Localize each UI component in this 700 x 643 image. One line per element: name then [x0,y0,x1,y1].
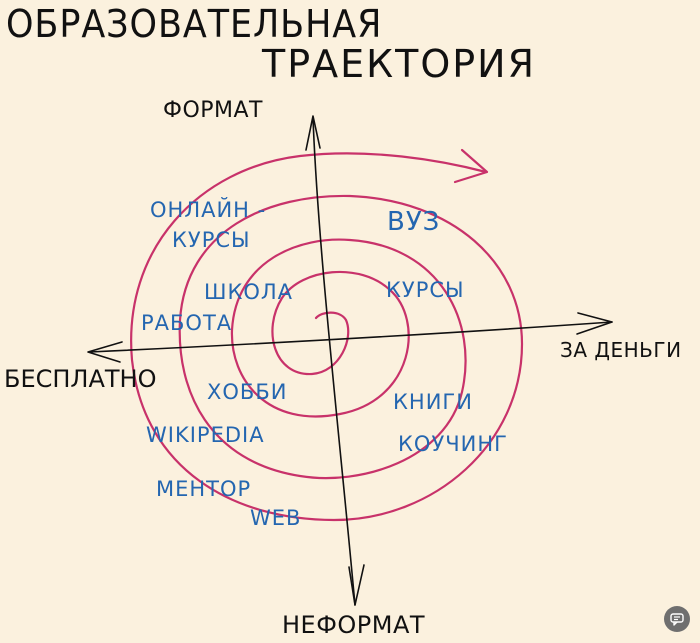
item-school: ШКОЛА [204,280,294,304]
axis-label-free: БЕСПЛАТНО [4,365,157,393]
item-mentor: МЕНТОР [156,477,252,501]
horizontal-axis-arrow-right [576,312,613,335]
item-web: WEB [250,506,302,530]
item-books: КНИГИ [393,390,473,414]
item-wikipedia: WIKIPEDIA [146,423,265,447]
item-university: ВУЗ [387,207,441,237]
item-online-line-1: ОНЛАЙН - [150,198,267,222]
vertical-axis-arrow-top [305,115,321,151]
title-line-1: ОБРАЗОВАТЕЛЬНАЯ [6,2,383,46]
axis-label-non-format: НЕФОРМАТ [282,611,426,639]
horizontal-axis-arrow-left [87,341,123,363]
axis-label-format: ФОРМАТ [163,98,263,123]
chat-icon [670,613,684,626]
spiral-arrowhead [453,148,489,184]
item-coaching: КОУЧИНГ [398,432,508,456]
chat-button[interactable] [664,606,690,632]
item-courses: КУРСЫ [386,278,465,302]
title-line-2: ТРАЕКТОРИЯ [262,42,536,86]
horizontal-axis [89,321,613,353]
vertical-axis-arrow-bottom [348,564,365,606]
axis-label-paid: ЗА ДЕНЬГИ [560,338,682,362]
item-work: РАБОТА [141,311,233,335]
trajectory-spiral [130,152,524,522]
item-online-line-2: КУРСЫ [172,228,251,252]
item-hobby: ХОББИ [207,380,288,404]
vertical-axis [312,117,356,606]
